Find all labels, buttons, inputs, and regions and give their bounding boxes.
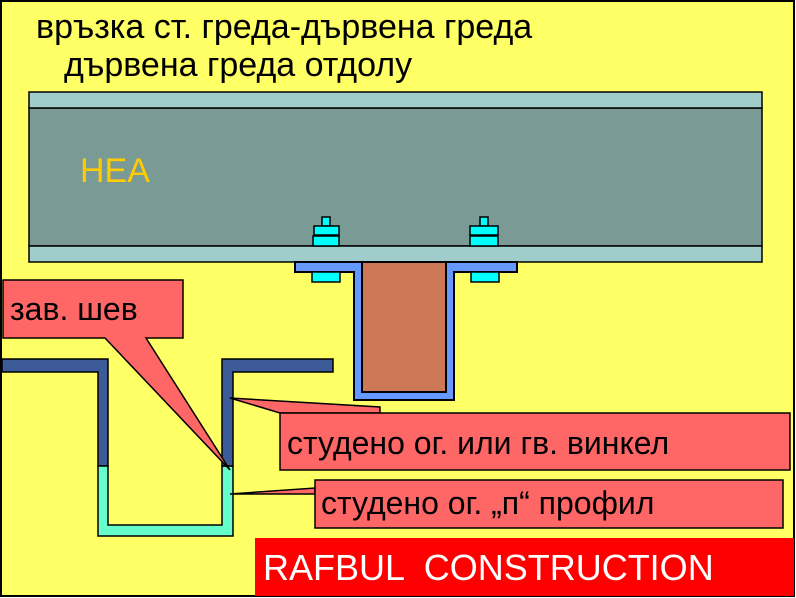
callout-angle: студено ог. или гв. винкел	[229, 397, 791, 471]
top-flange	[28, 91, 763, 109]
svg-text:студено ог. „п“ профил: студено ог. „п“ профил	[321, 485, 654, 521]
title-line1: връзка ст. греда-дървена греда	[36, 8, 532, 46]
bolt-right	[469, 216, 500, 283]
bolt-left	[311, 216, 341, 283]
wood-beam	[361, 261, 447, 393]
svg-text:студено ог. или гв. винкел: студено ог. или гв. винкел	[287, 425, 669, 461]
svg-text:зав. шев: зав. шев	[10, 291, 138, 327]
callout-weld: зав. шев	[2, 279, 231, 471]
hea-beam	[28, 91, 763, 263]
beam-label: HEA	[80, 152, 150, 190]
callout-channel: студено ог. „п“ профил	[229, 479, 784, 529]
brand-banner	[255, 538, 794, 596]
brand-text: RAFBUL CONSTRUCTION	[263, 547, 714, 588]
bottom-flange	[28, 245, 763, 263]
title-line2: дървена греда отдолу	[64, 46, 412, 84]
profile-detail	[1, 358, 334, 537]
